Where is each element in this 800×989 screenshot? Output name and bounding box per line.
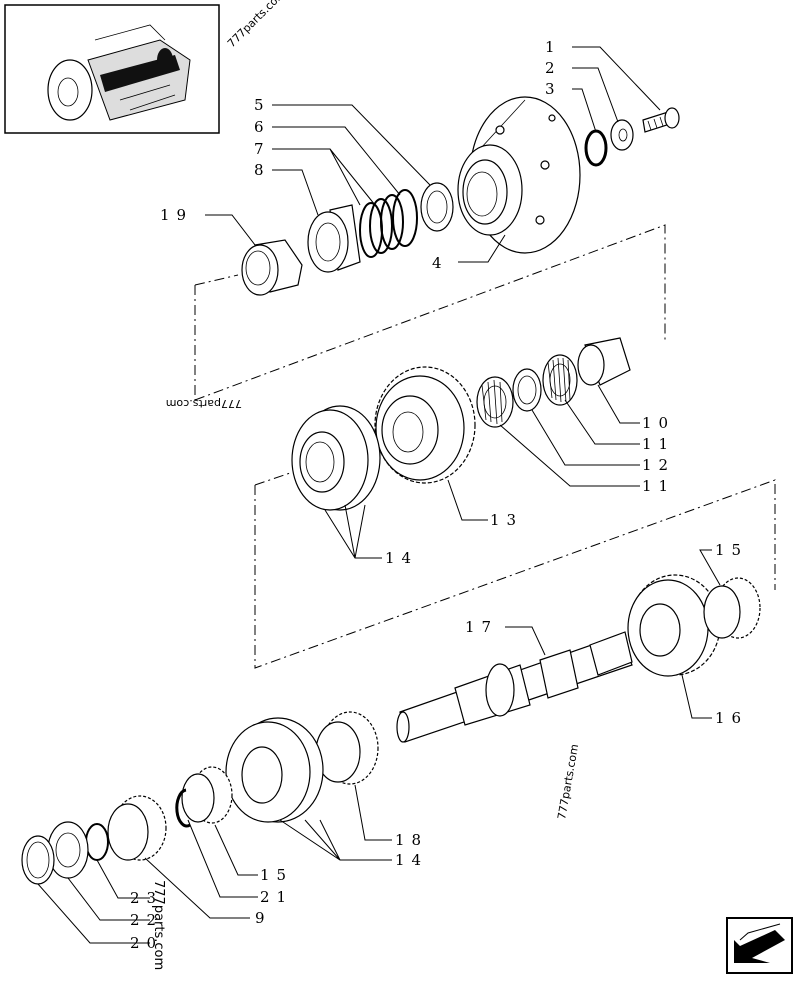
o-ring-3 [584, 129, 608, 167]
watermark: 777parts.com [555, 743, 581, 820]
gear-18 [315, 711, 379, 785]
coupler-14-upper [291, 405, 381, 511]
callout-label: 14 [395, 851, 428, 869]
gear-15-lower [181, 766, 233, 824]
needle-bearing-11a [542, 354, 578, 406]
callout-label: 3 [545, 80, 562, 98]
callout-label: 22 [130, 911, 163, 929]
leader-lines [37, 46, 721, 944]
sleeve-10 [577, 337, 631, 386]
callout-label: 14 [385, 549, 418, 567]
callout-label: 17 [465, 618, 498, 636]
washer-2 [610, 119, 634, 151]
circlip-21 [175, 788, 191, 828]
ring-23 [85, 823, 109, 861]
gear-13 [374, 366, 476, 484]
callout-label: 13 [490, 511, 523, 529]
callout-labels: 1 2 3 4 5 6 7 8 19 10 11 12 11 13 14 15 … [130, 38, 748, 952]
gear-16 [627, 574, 721, 677]
flange-housing-4 [457, 96, 581, 254]
watermark: 777parts.com [225, 0, 288, 50]
callout-label: 8 [254, 161, 271, 179]
callout-label: 15 [260, 866, 293, 884]
callout-label: 10 [642, 414, 675, 432]
bolt-1 [642, 107, 680, 133]
callout-label: 23 [130, 889, 163, 907]
ring-5 [420, 182, 454, 232]
gear-15-upper [703, 577, 761, 639]
callout-label: 9 [255, 909, 272, 927]
bushing-19 [241, 239, 303, 296]
callout-label: 20 [130, 934, 163, 952]
callout-label: 21 [260, 888, 293, 906]
callout-label: 2 [545, 59, 562, 77]
callout-label: 19 [160, 206, 193, 224]
bearing-22 [47, 821, 89, 879]
spacer-12 [512, 368, 542, 412]
callout-label: 11 [642, 435, 675, 453]
callout-label: 12 [642, 456, 675, 474]
watermark: 777parts.com [151, 880, 166, 970]
coupler-14-lower [225, 717, 324, 823]
callout-label: 7 [254, 140, 271, 158]
ring-20 [21, 835, 55, 885]
callout-label: 5 [254, 96, 271, 114]
callout-label: 1 [545, 38, 562, 56]
gear-9 [107, 795, 167, 861]
callout-label: 18 [395, 831, 428, 849]
callout-label: 4 [432, 254, 449, 272]
callout-label: 15 [715, 541, 748, 559]
tractor-transmission-thumbnail-icon [47, 24, 191, 121]
arrow-icon[interactable] [726, 917, 793, 974]
needle-bearing-11b [476, 376, 514, 428]
bearing-8 [307, 204, 361, 273]
thumbnail[interactable] [4, 4, 220, 134]
callout-label: 11 [642, 477, 675, 495]
watermark: 777parts.com [166, 397, 242, 410]
callout-label: 6 [254, 118, 271, 136]
callout-label: 16 [715, 709, 748, 727]
shaft-17 [396, 631, 633, 743]
shims-6-7 [359, 189, 418, 258]
